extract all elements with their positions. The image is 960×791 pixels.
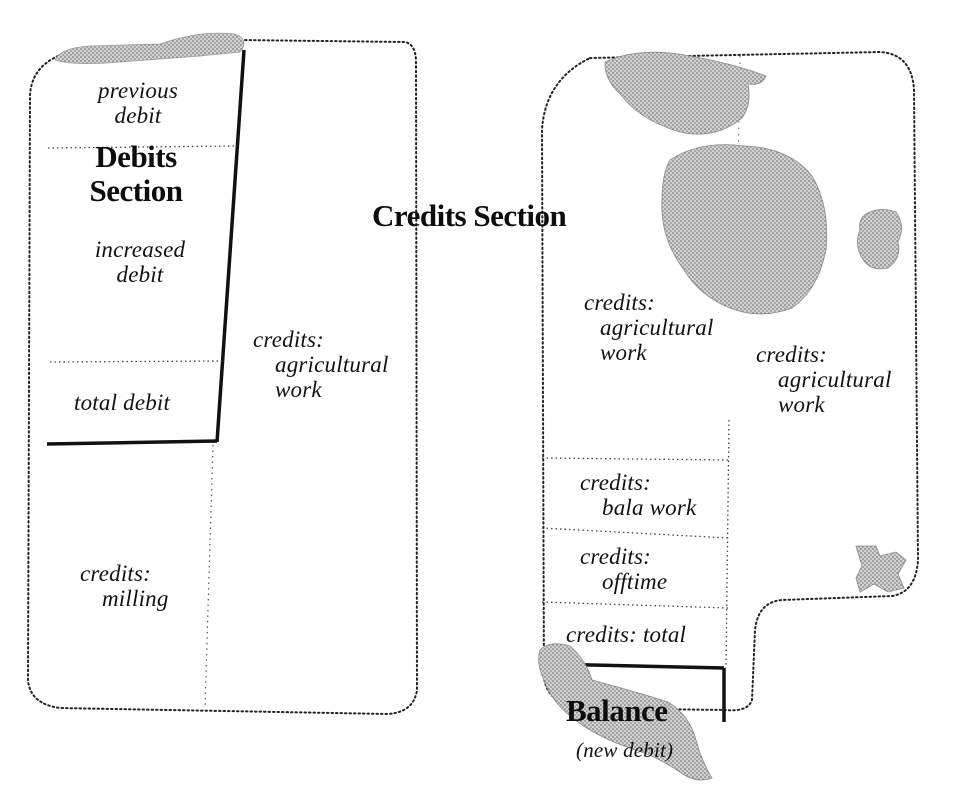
right-credits-agricultural-2-line-2: agricultural <box>778 367 892 392</box>
left-credits-agricultural-line-2: agricultural <box>275 352 389 377</box>
left-credits-agricultural-label: credits: agricultural work <box>253 327 389 402</box>
increased-debit-label: increased debit <box>80 237 200 287</box>
stain-small-blob <box>857 209 902 270</box>
left-divider-vertical <box>204 444 214 709</box>
right-credits-agricultural-1-label: credits: agricultural work <box>584 290 714 365</box>
credits-offtime-label: credits: offtime <box>580 544 667 594</box>
right-credits-agricultural-2-line-3: work <box>778 392 825 417</box>
top-stain-left <box>54 32 245 64</box>
stain-bottom-blob <box>538 643 713 781</box>
right-credits-agricultural-1-line-3: work <box>600 340 647 365</box>
right-sheet-outline <box>540 50 920 712</box>
total-debit-label: total debit <box>74 390 171 415</box>
credits-offtime-line-1: credits: <box>580 544 652 569</box>
previous-debit-label: previous debit <box>84 78 192 128</box>
credits-milling-line-1: credits: <box>80 561 152 586</box>
stain-edge-blob <box>855 545 907 593</box>
right-divider-vertical <box>725 419 730 669</box>
left-credits-agricultural-line-3: work <box>275 377 322 402</box>
credits-bala-work-line-1: credits: <box>580 470 652 495</box>
credits-bala-work-label: credits: bala work <box>580 470 696 520</box>
left-credits-agricultural-line-1: credits: <box>253 327 325 352</box>
debits-box-bottom-edge <box>46 439 218 446</box>
right-credits-agricultural-1-line-2: agricultural <box>600 315 714 340</box>
credits-total-label: credits: total <box>566 622 687 647</box>
right-credits-agricultural-2-label: credits: agricultural work <box>756 342 892 417</box>
left-sheet-outline <box>26 38 419 716</box>
stain-top-blob <box>604 51 767 135</box>
new-debit-label: (new debit) <box>576 738 674 762</box>
previous-debit-line-1: previous <box>98 78 178 103</box>
previous-debit-line-2: debit <box>114 103 162 128</box>
increased-debit-line-2: debit <box>116 262 164 287</box>
credits-bala-work-line-2: bala work <box>602 495 697 520</box>
credits-section-heading: Credits Section <box>372 198 567 233</box>
credits-milling-line-2: milling <box>102 586 169 611</box>
debits-box-right-edge <box>215 49 246 443</box>
right-divider-3 <box>541 601 729 609</box>
right-credits-agricultural-1-line-1: credits: <box>584 290 656 315</box>
credits-offtime-line-2: offtime <box>602 569 668 594</box>
right-divider-2 <box>541 527 729 539</box>
stain-large-blob <box>661 144 828 315</box>
right-credits-agricultural-2-line-1: credits: <box>756 342 828 367</box>
debits-section-line-1: Debits <box>95 139 177 174</box>
debits-section-heading: Debits Section <box>70 140 202 208</box>
credits-milling-label: credits: milling <box>80 561 169 611</box>
balance-heading: Balance <box>566 693 668 728</box>
debits-section-line-2: Section <box>89 173 183 208</box>
right-divider-1 <box>541 457 729 461</box>
increased-debit-line-1: increased <box>94 237 186 262</box>
left-divider-2 <box>49 360 225 363</box>
